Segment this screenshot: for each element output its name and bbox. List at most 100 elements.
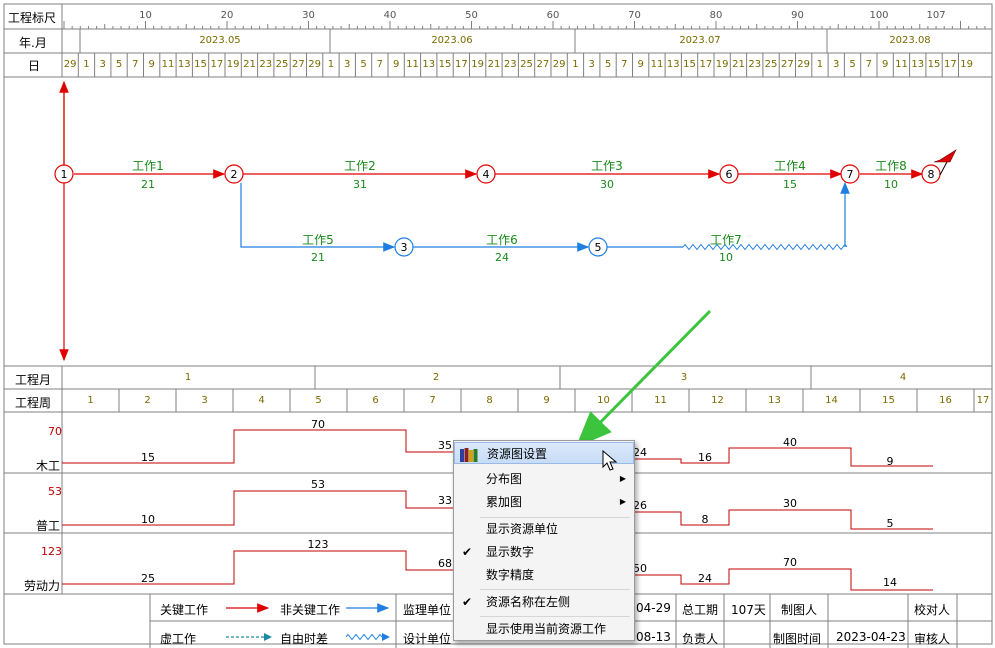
laborer-value-4: 26 (633, 499, 647, 512)
day-cell: 17 (454, 59, 468, 70)
finish-flag-icon (933, 149, 957, 176)
menu-label-cumulative: 累加图 (486, 495, 523, 509)
menu-item-name-left[interactable]: ✔ 资源名称在左侧 (454, 591, 634, 613)
day-cell: 3 (344, 59, 351, 70)
laborer-value-7: 5 (886, 517, 894, 530)
check-icon: ✔ (462, 595, 473, 609)
day-cell: 23 (503, 59, 517, 70)
week-cell: 8 (486, 395, 493, 406)
day-cell: 29 (308, 59, 322, 70)
menu-item-precision[interactable]: 数字精度 (454, 564, 634, 586)
network-node-2[interactable]: 2 (224, 164, 244, 184)
menu-item-resource-settings[interactable]: 资源图设置 (454, 442, 634, 464)
day-cell: 3 (588, 59, 595, 70)
arrow-work5 (240, 183, 396, 252)
day-cell: 15 (683, 59, 696, 70)
network-node-3[interactable]: 3 (394, 237, 414, 257)
ruler-tick-label: 60 (546, 10, 560, 21)
project-month-4: 4 (899, 372, 907, 383)
year-month-label: 年.月 (19, 36, 47, 50)
day-cell: 1 (327, 59, 335, 70)
laborer-value-5: 8 (701, 513, 709, 526)
network-node-5[interactable]: 5 (588, 237, 608, 257)
ruler-tick-label: 50 (465, 10, 478, 21)
day-cell: 25 (275, 59, 289, 70)
legend-noncritical: 非关键工作 (280, 603, 341, 617)
day-cell: 27 (536, 59, 550, 70)
week-cell: 10 (597, 395, 610, 406)
network-node-6[interactable]: 6 (719, 164, 739, 184)
menu-item-show-number[interactable]: ✔ 显示数字 (454, 541, 634, 563)
draft-time-label: 制图时间 (773, 632, 822, 646)
day-cell: 9 (637, 59, 644, 70)
legend-dummy: 虚工作 (160, 632, 197, 646)
laborer-value-2: 53 (311, 478, 325, 491)
project-week-label: 工程周 (15, 396, 52, 410)
laborer-max: 53 (48, 485, 62, 498)
svg-text:5: 5 (595, 241, 602, 254)
network-node-8[interactable]: 8 (921, 164, 941, 184)
project-month-3: 3 (680, 372, 688, 383)
day-cell: 25 (520, 59, 533, 70)
laborer-value-6: 30 (783, 497, 797, 510)
project-month-2: 2 (432, 372, 440, 383)
work2-days: 31 (353, 178, 367, 191)
menu-item-show-current-work[interactable]: 显示使用当前资源工作 (454, 618, 634, 640)
menu-label-resource-settings: 资源图设置 (487, 447, 548, 461)
svg-text:8: 8 (928, 168, 935, 181)
week-cell: 9 (543, 395, 550, 406)
day-cell: 29 (797, 59, 811, 70)
day-cell: 5 (115, 59, 123, 70)
legend-critical: 关键工作 (160, 603, 209, 617)
menu-item-cumulative[interactable]: 累加图 ▶ (454, 491, 634, 513)
day-cell: 1 (816, 59, 824, 70)
menu-separator (480, 589, 630, 590)
svg-text:1: 1 (61, 168, 68, 181)
network-node-7[interactable]: 7 (840, 164, 860, 184)
work8-name: 工作8 (875, 159, 907, 173)
labor-value-6: 70 (783, 556, 797, 569)
network-node-1[interactable]: 1 (54, 164, 74, 184)
day-cell: 11 (650, 59, 664, 70)
labor-value-3: 68 (438, 557, 452, 570)
week-cell: 16 (939, 395, 952, 406)
annotation-arrow (575, 309, 712, 448)
labor-value-5: 24 (698, 572, 712, 585)
check-icon: ✔ (462, 545, 473, 559)
carpenter-value-5: 16 (698, 451, 712, 464)
day-cell: 27 (780, 59, 794, 70)
project-month-label: 工程月 (15, 373, 52, 387)
carpenter-value-7: 9 (886, 455, 894, 468)
svg-text:2: 2 (231, 168, 238, 181)
legend-free-float: 自由时差 (280, 632, 329, 646)
day-cell: 5 (849, 59, 856, 70)
menu-separator (480, 517, 630, 518)
week-cell: 6 (372, 395, 379, 406)
menu-label-distribution: 分布图 (486, 472, 523, 486)
week-cell: 1 (87, 395, 94, 406)
responsible-label: 负责人 (682, 632, 719, 646)
day-cell: 13 (422, 59, 436, 70)
labor-value-7: 14 (883, 576, 897, 589)
resource-curve-laborer-right (634, 509, 933, 530)
week-cell: 14 (825, 395, 838, 406)
resource-curve-labor (62, 550, 455, 585)
day-cell: 19 (226, 59, 240, 70)
week-cell: 4 (258, 395, 265, 406)
month-2023-06: 2023.06 (431, 35, 473, 46)
labor-max: 123 (41, 545, 62, 558)
network-node-4[interactable]: 4 (476, 164, 496, 184)
menu-item-show-unit[interactable]: 显示资源单位 (454, 518, 634, 540)
ruler-tick-label: 100 (869, 10, 889, 21)
labor-value-2: 123 (307, 538, 329, 551)
svg-text:7: 7 (847, 168, 854, 181)
ruler-tick-label: 20 (220, 10, 234, 21)
carpenter-value-1: 15 (141, 451, 155, 464)
week-cell: 3 (201, 395, 208, 406)
work1-name: 工作1 (132, 159, 164, 173)
day-cell: 3 (99, 59, 106, 70)
menu-item-distribution[interactable]: 分布图 ▶ (454, 468, 634, 490)
resource-curve-carpenter-right (634, 447, 933, 467)
month-2023-07: 2023.07 (679, 35, 721, 46)
day-cell: 29 (552, 59, 566, 70)
